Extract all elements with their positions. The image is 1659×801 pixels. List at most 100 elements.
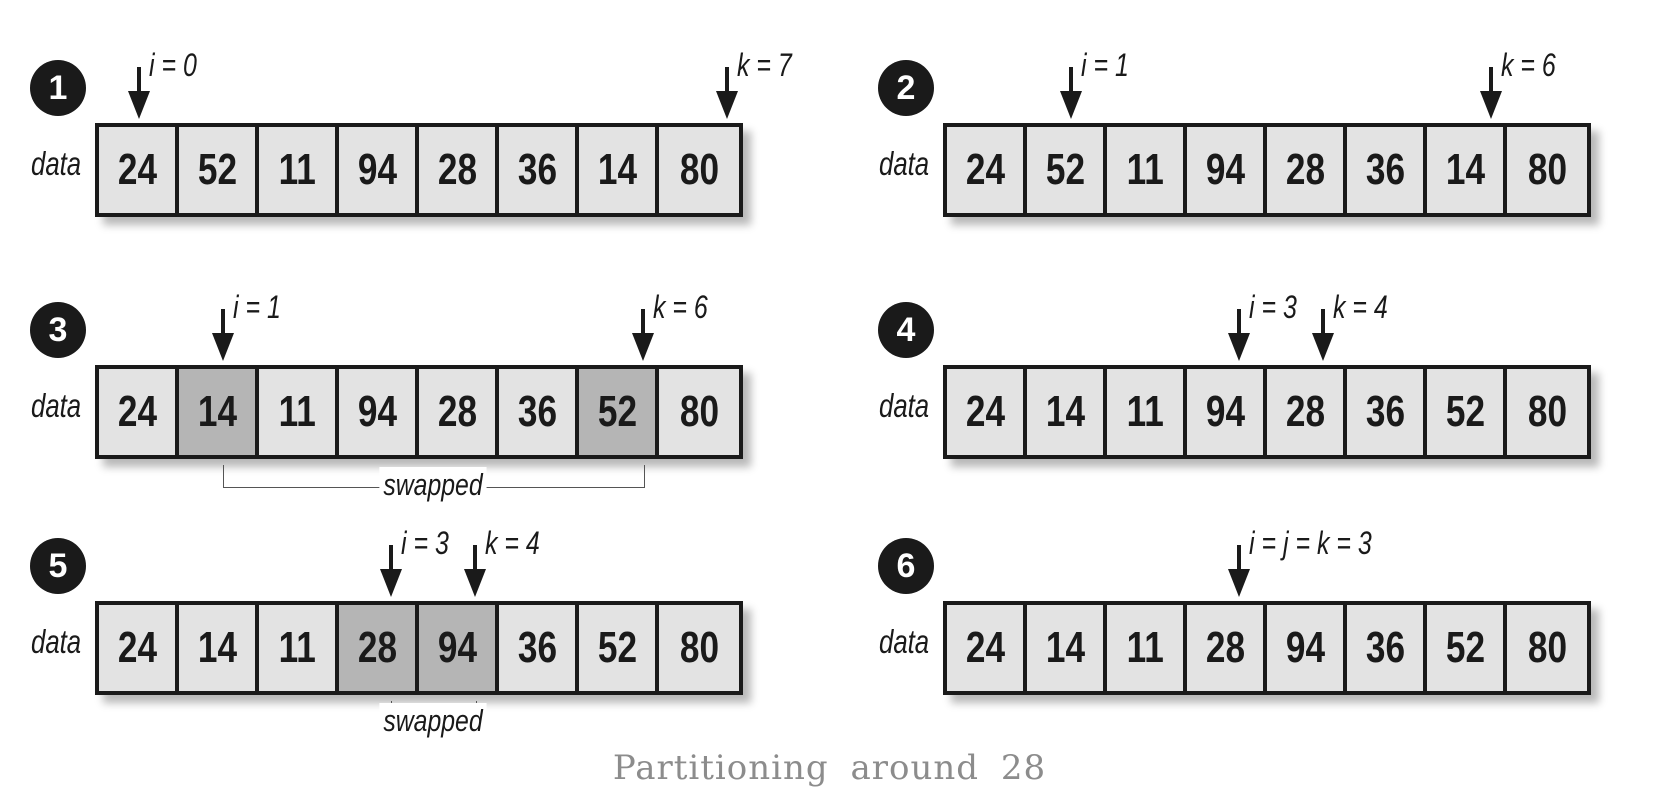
array-cell: 80 bbox=[1507, 127, 1587, 213]
cell-value: 24 bbox=[965, 623, 1005, 672]
cell-value: 80 bbox=[1527, 623, 1567, 672]
array-cell: 36 bbox=[499, 369, 579, 455]
array-cell: 14 bbox=[1027, 605, 1107, 691]
cell-value: 36 bbox=[517, 145, 557, 194]
array-cell: 24 bbox=[99, 369, 179, 455]
array-cell: 52 bbox=[579, 605, 659, 691]
cell-value: 94 bbox=[357, 387, 397, 436]
data-array: 24 14 11 94 28 36 52 80 bbox=[95, 365, 743, 459]
array-cell: 94 bbox=[1267, 605, 1347, 691]
array-cell: 24 bbox=[99, 127, 179, 213]
array-cell: 24 bbox=[99, 605, 179, 691]
array-cell: 28 bbox=[419, 127, 499, 213]
cell-value: 80 bbox=[679, 145, 719, 194]
arrowhead-icon bbox=[212, 333, 234, 361]
swapped-label: swapped bbox=[379, 703, 487, 739]
array-cell: 24 bbox=[947, 127, 1027, 213]
cell-value: 11 bbox=[1126, 145, 1164, 194]
cell-value: 24 bbox=[117, 387, 157, 436]
array-cell: 80 bbox=[659, 369, 739, 455]
array-name-label: data bbox=[31, 387, 82, 424]
cell-value: 11 bbox=[278, 145, 316, 194]
cell-value: 14 bbox=[1045, 387, 1085, 436]
array-name-label: data bbox=[879, 623, 930, 660]
cell-value: 14 bbox=[197, 387, 237, 436]
array-cell: 52 bbox=[179, 127, 259, 213]
pointer-label: k = 4 bbox=[1333, 289, 1388, 325]
cell-value: 28 bbox=[437, 145, 477, 194]
array-cell: 52 bbox=[1027, 127, 1107, 213]
array-name-label: data bbox=[879, 145, 930, 182]
cell-value: 28 bbox=[1285, 387, 1325, 436]
array-cell: 94 bbox=[339, 127, 419, 213]
array-cell: 36 bbox=[1347, 605, 1427, 691]
array-cell: 36 bbox=[499, 605, 579, 691]
cell-value: 52 bbox=[1045, 145, 1085, 194]
cell-value: 80 bbox=[679, 387, 719, 436]
step-number-badge: 1 bbox=[30, 60, 86, 116]
array-name-label: data bbox=[31, 145, 82, 182]
pointer-label: k = 4 bbox=[485, 525, 540, 561]
array-cell: 52 bbox=[1427, 605, 1507, 691]
cell-value: 52 bbox=[1445, 387, 1485, 436]
cell-value: 11 bbox=[1126, 387, 1164, 436]
array-cell: 80 bbox=[659, 605, 739, 691]
cell-value: 24 bbox=[965, 387, 1005, 436]
cell-value: 80 bbox=[1527, 145, 1567, 194]
cell-value: 36 bbox=[517, 387, 557, 436]
cell-value: 94 bbox=[1285, 623, 1325, 672]
cell-value: 28 bbox=[1285, 145, 1325, 194]
step-number-badge: 2 bbox=[878, 60, 934, 116]
arrow-down-icon bbox=[1237, 309, 1241, 335]
cell-value: 14 bbox=[1445, 145, 1485, 194]
arrow-down-icon bbox=[221, 309, 225, 335]
array-cell: 14 bbox=[1027, 369, 1107, 455]
array-cell: 11 bbox=[1107, 605, 1187, 691]
cell-value: 94 bbox=[1205, 387, 1245, 436]
cell-value: 24 bbox=[965, 145, 1005, 194]
array-cell: 11 bbox=[1107, 127, 1187, 213]
arrowhead-icon bbox=[1060, 91, 1082, 119]
array-cell: 52 bbox=[1427, 369, 1507, 455]
arrow-down-icon bbox=[137, 67, 141, 93]
step-number-badge: 4 bbox=[878, 302, 934, 358]
cell-value: 28 bbox=[437, 387, 477, 436]
cell-value: 80 bbox=[679, 623, 719, 672]
array-name-label: data bbox=[31, 623, 82, 660]
step-number-badge: 5 bbox=[30, 538, 86, 594]
array-cell: 14 bbox=[179, 605, 259, 691]
swapped-label: swapped bbox=[379, 467, 487, 503]
array-cell-swapped: 52 bbox=[579, 369, 659, 455]
step-number-badge: 6 bbox=[878, 538, 934, 594]
array-cell: 28 bbox=[419, 369, 499, 455]
cell-value: 80 bbox=[1527, 387, 1567, 436]
cell-value: 52 bbox=[1445, 623, 1485, 672]
cell-value: 24 bbox=[117, 145, 157, 194]
arrow-down-icon bbox=[389, 545, 393, 571]
arrow-down-icon bbox=[1321, 309, 1325, 335]
array-cell: 28 bbox=[1267, 127, 1347, 213]
arrowhead-icon bbox=[716, 91, 738, 119]
cell-value: 28 bbox=[357, 623, 397, 672]
array-cell: 24 bbox=[947, 605, 1027, 691]
pointer-label: i = 1 bbox=[1081, 47, 1129, 83]
array-cell: 94 bbox=[1187, 127, 1267, 213]
array-cell: 80 bbox=[659, 127, 739, 213]
arrowhead-icon bbox=[1228, 569, 1250, 597]
arrow-down-icon bbox=[1489, 67, 1493, 93]
arrowhead-icon bbox=[1228, 333, 1250, 361]
array-cell: 11 bbox=[259, 605, 339, 691]
array-cell-swapped: 14 bbox=[179, 369, 259, 455]
array-cell: 28 bbox=[1187, 605, 1267, 691]
pointer-label: i = 1 bbox=[233, 289, 281, 325]
cell-value: 52 bbox=[197, 145, 237, 194]
array-cell-swapped: 94 bbox=[419, 605, 499, 691]
cell-value: 11 bbox=[278, 387, 316, 436]
cell-value: 36 bbox=[517, 623, 557, 672]
